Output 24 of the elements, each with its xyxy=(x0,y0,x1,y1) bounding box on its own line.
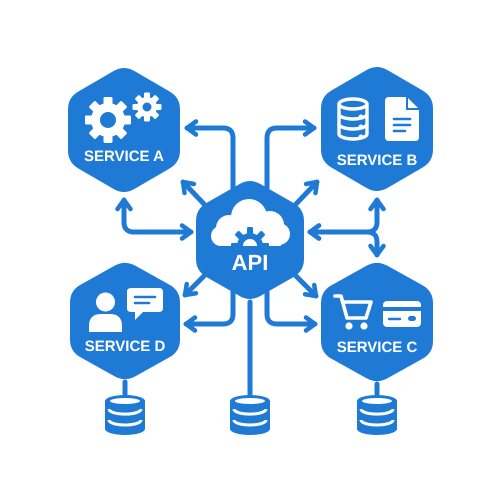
arrow xyxy=(182,274,206,298)
hexagon-node xyxy=(321,260,433,384)
hexagon-node xyxy=(196,178,304,302)
double-arrow xyxy=(308,223,386,258)
node-label: API xyxy=(232,250,268,276)
node-label: SERVICE A xyxy=(84,148,164,166)
database-cylinder xyxy=(103,394,147,436)
arrow xyxy=(264,290,318,333)
connector-line xyxy=(248,300,252,396)
arrow xyxy=(294,274,318,298)
arrow xyxy=(180,180,206,206)
node-label: SERVICE D xyxy=(84,338,166,356)
double-arrow xyxy=(115,198,194,241)
hexagon-node xyxy=(321,64,433,194)
connector-line xyxy=(374,382,380,396)
database-cylinder xyxy=(355,394,399,436)
hexagon-node xyxy=(68,65,180,195)
node-label: SERVICE B xyxy=(336,152,418,170)
hexagon-node xyxy=(70,260,180,382)
connector-line xyxy=(122,380,128,396)
arrow xyxy=(294,180,320,206)
database-cylinder xyxy=(228,394,272,436)
node-label: SERVICE C xyxy=(336,339,418,357)
arrow xyxy=(184,290,236,333)
